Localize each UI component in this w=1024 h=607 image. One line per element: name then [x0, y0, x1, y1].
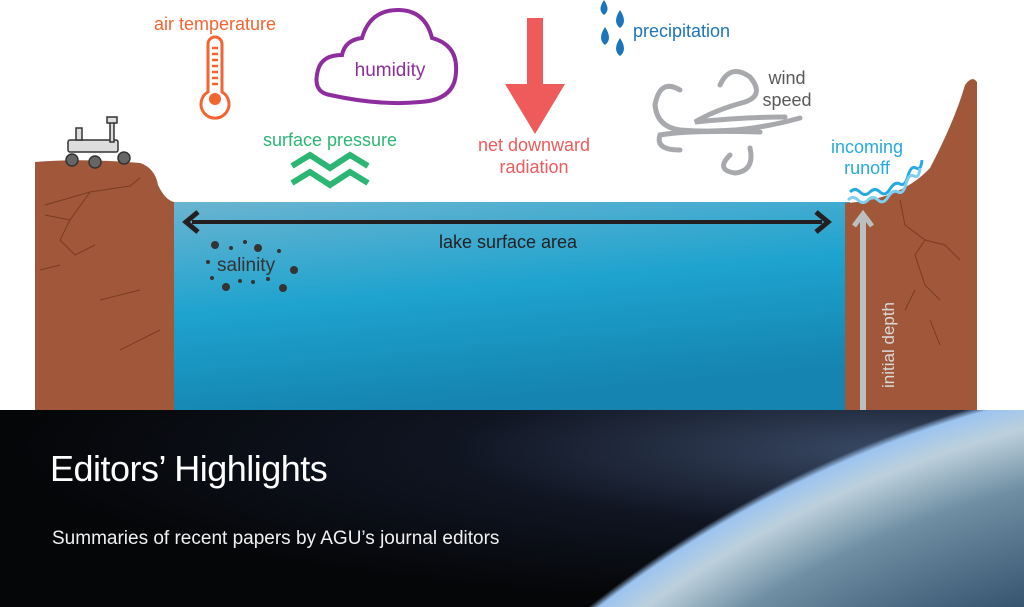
lake-water — [170, 202, 850, 410]
lake-surface-arrow-icon — [182, 210, 832, 234]
banner-subtitle: Summaries of recent papers by AGU’s jour… — [52, 528, 500, 549]
salinity-particles-icon — [206, 240, 298, 292]
speed-label: speed — [762, 90, 811, 110]
runoff-waves-icon — [846, 159, 924, 204]
runoff-label: runoff — [844, 158, 891, 178]
pressure-chevrons-icon — [290, 151, 370, 189]
right-cliff — [845, 79, 977, 410]
air-temperature-label: air temperature — [154, 14, 276, 34]
lake-diagram: air temperature humidity surface pressur… — [35, 0, 977, 410]
editors-highlights-banner: Editors’ Highlights Summaries of recent … — [0, 410, 1024, 607]
lake-surface-area-label: lake surface area — [439, 232, 578, 252]
salinity-label: salinity — [217, 255, 276, 276]
surface-pressure-label: surface pressure — [263, 130, 397, 150]
incoming-label: incoming — [831, 137, 903, 157]
initial-depth-arrow-icon — [852, 209, 874, 410]
wind-label: wind — [767, 68, 805, 88]
wind-icon — [652, 69, 803, 176]
banner-title: Editors’ Highlights — [50, 448, 328, 489]
humidity-label: humidity — [355, 60, 426, 81]
cloud-icon — [314, 7, 459, 106]
rover-icon — [65, 116, 131, 169]
precipitation-label: precipitation — [633, 21, 730, 41]
raindrops-icon — [600, 0, 624, 56]
radiation-arrow-icon — [505, 18, 565, 134]
radiation-label: radiation — [499, 157, 568, 177]
cliff-cracks — [39, 177, 161, 351]
left-cliff — [35, 160, 174, 410]
initial-depth-label: initial depth — [879, 302, 898, 388]
right-cliff-cracks — [899, 199, 961, 346]
net-downward-label: net downward — [478, 135, 590, 155]
thermometer-icon — [199, 35, 231, 120]
